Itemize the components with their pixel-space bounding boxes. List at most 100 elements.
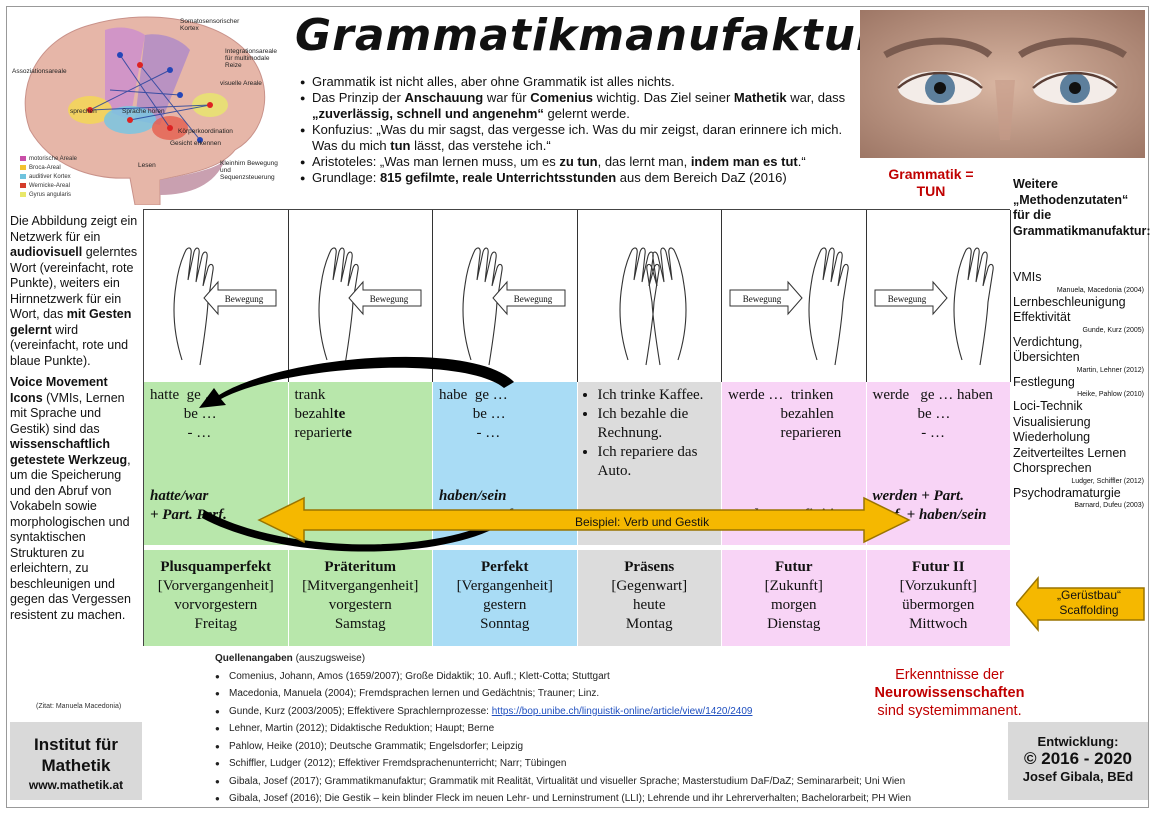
conjugation-line: trank: [294, 387, 326, 403]
institute-url[interactable]: www.mathetik.at: [28, 778, 124, 792]
brain-label: Assoziationsareale: [12, 68, 67, 75]
neuro-line: Erkenntnisse der: [895, 667, 1004, 683]
neuro-statement: Erkenntnisse der Neurowissenschaften sin…: [862, 666, 1037, 720]
tense-sub: [Vergangenheit]: [456, 578, 553, 594]
tense-weekday: Dienstag: [767, 616, 821, 632]
method-name: Festlegung: [1013, 374, 1075, 389]
gesture-cell: Bewegung: [288, 210, 433, 382]
hand-gesture-icon: Bewegung: [317, 247, 421, 366]
reference-item: Gunde, Kurz (2003/2005); Effektivere Spr…: [215, 703, 1005, 721]
example-sentence: Ich repariere das Auto.: [598, 443, 716, 481]
tense-name: Futur II: [911, 559, 965, 575]
neuro-line: sind systemimmanent.: [877, 703, 1022, 719]
conjugation-cell: werde ge … haben be … - …werden + Part.P…: [866, 382, 1011, 545]
conjugation-line: reparieren: [728, 425, 842, 441]
left-explanation: Die Abbildung zeigt ein Netzwerk für ein…: [10, 214, 142, 629]
institute-line: Institut für: [33, 735, 119, 754]
quotes-list: Grammatik ist nicht alles, aber ohne Gra…: [300, 74, 860, 186]
neuro-line: Neurowissenschaften: [874, 685, 1025, 701]
tense-weekday: Mittwoch: [909, 616, 968, 632]
reference-link[interactable]: https://bop.unibe.ch/linguistik-online/a…: [491, 705, 753, 717]
tense-day-relative: vorgestern: [328, 597, 392, 613]
method-source: Manuela, Macedonia (2004): [1056, 286, 1144, 294]
hand-gesture-icon: Bewegung: [729, 247, 849, 366]
tense-label-cell: Plusquamperfekt[Vorvergangenheit]vorvorg…: [144, 550, 289, 646]
method-source: Barnard, Dufeu (2003): [1074, 502, 1144, 509]
conjugation-line: werde … trinken: [728, 387, 834, 403]
brain-label: Lesen: [138, 162, 156, 169]
hand-gesture-icon: Bewegung: [874, 247, 994, 366]
conjugation-cell: hatte ge … be … - …hatte/war+ Part. Perf…: [144, 382, 289, 545]
brain-label: Körperkoordination: [178, 128, 233, 135]
brain-drawing: [24, 16, 266, 205]
references: Quellenangaben (auszugsweise) Comenius, …: [215, 650, 1005, 808]
brain-label: visuelle Areale: [220, 80, 262, 87]
scaffolding-line: „Gerüstbau“: [1056, 588, 1122, 602]
tense-sub: [Mitvergangenheit]: [302, 578, 419, 594]
development-label: Entwicklung:: [1037, 734, 1119, 749]
brain-label: Gesicht erkennen: [170, 140, 221, 147]
tense-name: Präsens: [624, 559, 675, 575]
copyright-years: © 2016 - 2020: [1024, 749, 1132, 768]
reference-item: Macedonia, Manuela (2004); Fremdsprachen…: [215, 685, 1005, 703]
formula-line: hatte/war: [150, 488, 209, 504]
legend-swatch: [20, 156, 26, 161]
brain-legend-label: auditiver Kortex: [29, 174, 71, 181]
brain-legend-label: Wernicke-Areal: [29, 183, 70, 190]
left-paragraph-network: Die Abbildung zeigt ein Netzwerk für ein…: [10, 214, 138, 368]
row-gap: [144, 545, 1011, 550]
tense-sub: [Vorzukunft]: [899, 578, 977, 594]
formula-line: werden + Part.: [872, 488, 964, 504]
hand-gesture-icon: Bewegung: [173, 247, 277, 366]
method-source: Heike, Pahlow (2010): [1077, 391, 1144, 398]
brain-label: sprechen: [70, 108, 97, 115]
references-list: Comenius, Johann, Amos (1659/2007); Groß…: [215, 668, 1005, 808]
formula-line: haben/sein: [439, 488, 507, 504]
brain-legend-item: Wernicke-Areal: [20, 183, 70, 189]
conjugation-cell: habe ge … be … - …haben/sein+ Part. Perf…: [433, 382, 578, 545]
brain-legend-item: Gyrus angularis: [20, 192, 71, 198]
reference-item: Pahlow, Heike (2010); Deutsche Grammatik…: [215, 738, 1005, 756]
development-box: Entwicklung: © 2016 - 2020 Josef Gibala,…: [1008, 722, 1148, 800]
brain-illustration: Assoziationsareale Somatosensorischer Ko…: [10, 10, 280, 205]
reference-item: Lehner, Martin (2012); Didaktische Reduk…: [215, 720, 1005, 738]
conjugation-line: bezahlte: [294, 406, 346, 422]
brain-legend-label: motorische Areale: [29, 156, 78, 163]
tense-day-relative: heute: [633, 597, 666, 613]
tense-sub: [Zukunft]: [764, 578, 823, 594]
scaffolding-arrow: [1016, 575, 1145, 633]
tense-weekday: Samstag: [334, 616, 386, 632]
tense-day-relative: übermorgen: [902, 597, 975, 613]
tense-day-relative: gestern: [483, 597, 527, 613]
tense-formula: haben/sein+ Part. Perf.: [439, 487, 516, 525]
conjugation-line: be …: [439, 406, 506, 422]
reference-item: Comenius, Johann, Amos (1659/2007); Groß…: [215, 668, 1005, 686]
conjugation-line: be …: [150, 406, 217, 422]
example-sentence: Ich trinke Kaffee.: [598, 386, 716, 405]
tense-day-relative: morgen: [770, 597, 817, 613]
left-paragraph-vmi: Voice Movement Icons (VMIs, Lernen mit S…: [10, 375, 131, 622]
grammar-tun-line: TUN: [916, 183, 946, 199]
legend-swatch: [20, 165, 26, 170]
institute-line: Mathetik: [41, 756, 111, 775]
brain-label: Kleinhirn Bewegung und Sequenzsteuerung: [220, 160, 278, 181]
reference-item: Schiffler, Ludger (2012); Effektiver Fre…: [215, 755, 1005, 773]
right-title: Weitere „Methodenzutaten“ für die Gramma…: [1013, 177, 1151, 238]
method-name: VMIs: [1013, 270, 1042, 284]
quote-item: Konfuzius: „Was du mir sagst, das verges…: [300, 122, 860, 154]
brain-label: Somatosensorischer Kortex: [180, 18, 240, 32]
brain-legend-item: Broca-Areal: [20, 165, 61, 171]
grammar-tun-line: Grammatik =: [888, 166, 974, 182]
quote-item: Das Prinzip der Anschauung war für Comen…: [300, 90, 860, 122]
method-item: Loci-Technik Visualisierung Wiederholung…: [1013, 399, 1148, 486]
movement-label: Bewegung: [225, 294, 264, 304]
conjugation-line: werde ge … haben: [872, 387, 993, 403]
scaffolding-line: Scaffolding: [1059, 603, 1119, 617]
tense-name: Plusquamperfekt: [160, 559, 272, 575]
gesture-cell: Bewegung: [144, 210, 289, 382]
